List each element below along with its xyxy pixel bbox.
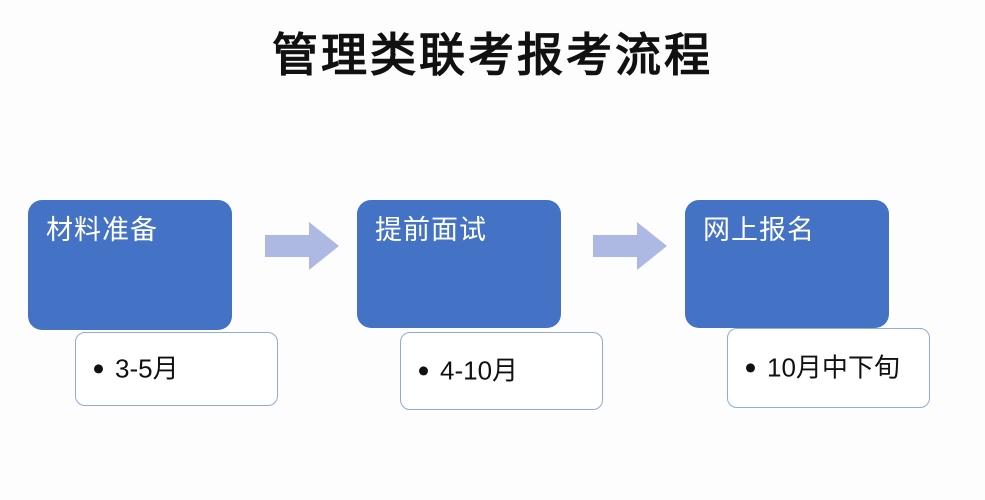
right-arrow-icon-2 — [593, 222, 667, 270]
flow-step-caption-box-3[interactable]: 10月中下旬 — [727, 328, 930, 408]
flow-step-box-1[interactable]: 材料准备 — [28, 200, 232, 330]
flow-step-caption-text-1: 3-5月 — [115, 353, 179, 384]
flow-step-box-3[interactable]: 网上报名 — [685, 200, 889, 328]
flow-step-caption-3: 10月中下旬 — [746, 352, 900, 383]
bullet-icon — [419, 366, 428, 376]
page-title: 管理类联考报考流程 — [272, 30, 713, 81]
flow-step-caption-box-2[interactable]: 4-10月 — [400, 332, 603, 410]
bullet-icon — [94, 364, 103, 374]
flow-step-caption-2: 4-10月 — [419, 355, 518, 386]
flow-step-label-2: 提前面试 — [375, 215, 487, 245]
flow-step-caption-box-1[interactable]: 3-5月 — [75, 332, 278, 406]
flow-step-box-2[interactable]: 提前面试 — [357, 200, 561, 328]
flow-step-caption-1: 3-5月 — [94, 353, 179, 384]
flow-step-caption-text-2: 4-10月 — [440, 355, 519, 386]
flow-step-label-3: 网上报名 — [703, 215, 815, 245]
right-arrow-icon-1 — [265, 222, 339, 270]
flow-step-label-1: 材料准备 — [46, 215, 158, 245]
bullet-icon — [746, 363, 755, 373]
flow-step-caption-text-3: 10月中下旬 — [767, 352, 900, 383]
